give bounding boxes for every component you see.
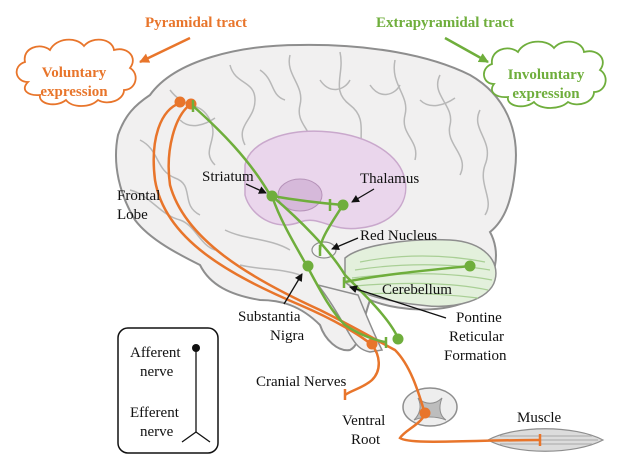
extrapyramidal-terminals: [191, 100, 388, 348]
neuron-soma-icon: [302, 260, 314, 272]
voluntary-line1: Voluntary: [42, 65, 107, 81]
muscle-label: Muscle: [517, 410, 562, 426]
legend: Afferent nerve Efferent nerve: [117, 327, 219, 454]
pontine-label-2: Reticular: [449, 329, 504, 345]
legend-box: [117, 327, 219, 454]
spinal-cord-section: [402, 387, 458, 427]
muscle-icon: [486, 428, 605, 452]
extrapyramidal-title: Extrapyramidal tract: [376, 15, 514, 31]
striatum-label: Striatum: [202, 169, 254, 185]
involuntary-line2: expression: [512, 86, 580, 102]
neuron-soma-icon: [419, 407, 431, 419]
legend-afferent-2: nerve: [140, 364, 174, 380]
pontine-label-3: Formation: [444, 348, 507, 364]
involuntary-cloud: [483, 40, 607, 109]
cerebellum-label: Cerebellum: [382, 282, 452, 298]
red-nucleus-label: Red Nucleus: [360, 228, 437, 244]
neuron-soma-icon: [392, 333, 404, 345]
arrow-icon: [283, 273, 303, 305]
legend-afferent-1: Afferent: [130, 345, 181, 361]
arrow-icon: [351, 188, 375, 203]
neuron-soma-icon: [366, 338, 378, 350]
legend-efferent-2: nerve: [140, 424, 174, 440]
neuron-soma-icon: [266, 190, 278, 202]
voluntary-line2: expression: [40, 84, 108, 100]
ventral-root-label-1: Ventral: [342, 413, 385, 429]
neuron-soma-icon: [464, 260, 476, 272]
legend-efferent-1: Efferent: [130, 405, 180, 421]
substantia-nigra-label-2: Nigra: [270, 328, 304, 344]
arrow-icon: [245, 183, 267, 194]
pyramidal-title: Pyramidal tract: [145, 15, 247, 31]
axon-terminal-icon: [181, 431, 211, 443]
voluntary-cloud: [15, 38, 137, 107]
thalamus-region: [277, 178, 323, 212]
cranial-nerves-label: Cranial Nerves: [256, 374, 347, 390]
extrapyramidal-somas: [266, 190, 476, 345]
arrow-icon: [349, 285, 447, 319]
pyramidal-pathway: [152, 101, 541, 443]
arrow-icon: [139, 36, 191, 64]
frontal-lobe-label-1: Frontal: [117, 188, 160, 204]
thalamus-label: Thalamus: [360, 171, 419, 187]
arrow-icon: [331, 237, 359, 250]
neuron-soma-icon: [174, 96, 186, 108]
arrow-icon: [444, 36, 489, 64]
ventral-root-label-2: Root: [351, 432, 381, 448]
pontine-label-1: Pontine: [456, 310, 502, 326]
involuntary-line1: Involuntary: [508, 67, 585, 83]
frontal-lobe-label-2: Lobe: [117, 207, 148, 223]
neuron-soma-icon: [337, 199, 349, 211]
substantia-nigra-label-1: Substantia: [238, 309, 301, 325]
cerebellum-folia: [351, 255, 493, 299]
pyramidal-terminals: [343, 389, 542, 446]
